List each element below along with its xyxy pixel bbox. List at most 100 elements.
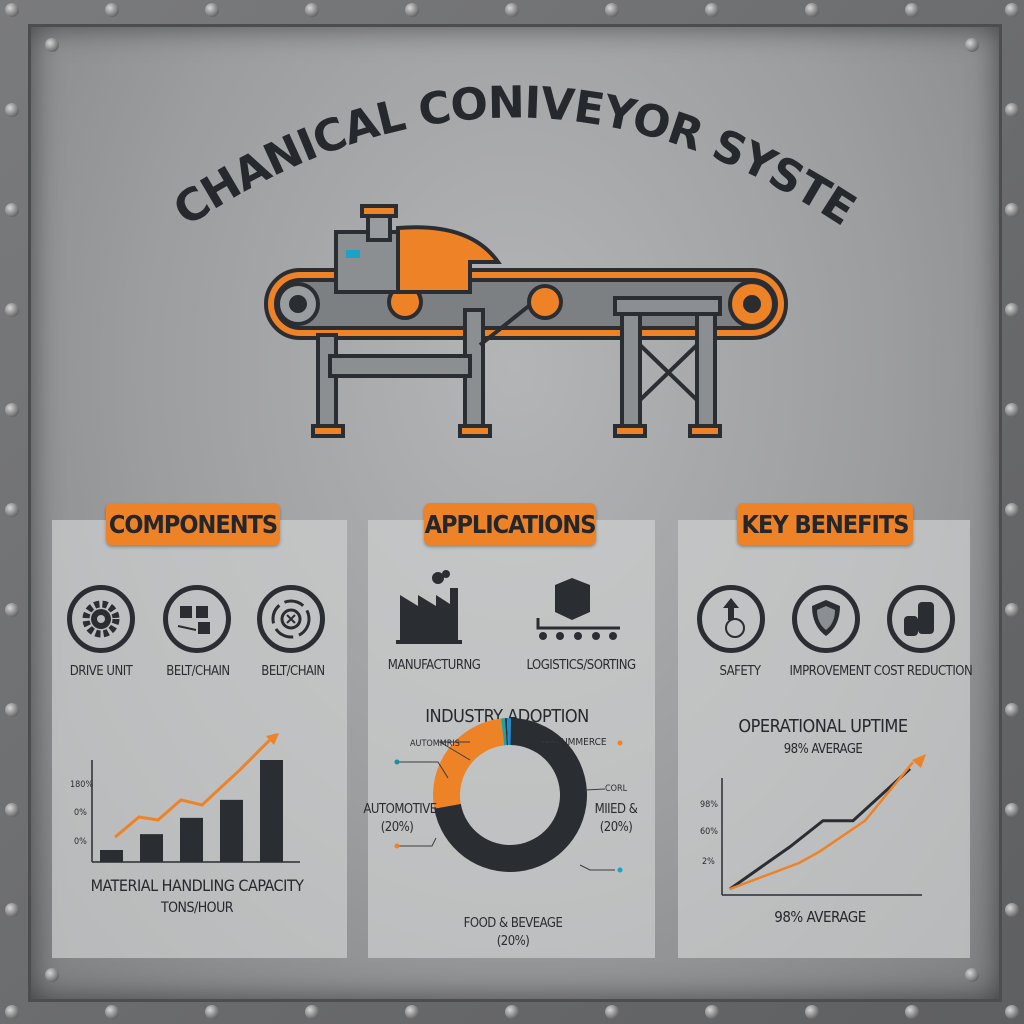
slice-label: FOOD & BEVEAGE bbox=[463, 916, 563, 931]
rivet bbox=[1005, 103, 1019, 117]
rivet bbox=[105, 1005, 119, 1019]
slice-label: (20%) bbox=[599, 820, 633, 835]
bar bbox=[180, 817, 203, 862]
y-tick-label: 0% bbox=[74, 837, 87, 847]
rivet bbox=[205, 1005, 219, 1019]
rivet bbox=[45, 968, 59, 982]
benefits-badge: KEY BENEFITS bbox=[737, 503, 913, 545]
slice-label: AUTOMOTIVE bbox=[363, 802, 437, 817]
y-tick-label: 98% bbox=[700, 800, 718, 810]
rivet bbox=[905, 3, 919, 17]
slice-label: MIIED & bbox=[594, 802, 638, 817]
rivet bbox=[305, 1005, 319, 1019]
arrow-clock-icon bbox=[697, 585, 765, 653]
rivet bbox=[805, 3, 819, 17]
rivet bbox=[705, 3, 719, 17]
leader-line bbox=[397, 761, 449, 779]
rivet bbox=[505, 1005, 519, 1019]
x-axis-label: 98% AVERAGE bbox=[774, 908, 866, 926]
rivet bbox=[305, 3, 319, 17]
donut-slice bbox=[504, 718, 508, 746]
rivet bbox=[1005, 603, 1019, 617]
rivet bbox=[405, 1005, 419, 1019]
rivet bbox=[5, 303, 19, 317]
leader-line bbox=[438, 741, 471, 761]
rivet bbox=[1005, 3, 1019, 17]
application-label: LOGISTICS/SORTING bbox=[526, 658, 636, 673]
y-tick-label: 2% bbox=[702, 857, 715, 867]
rivet bbox=[1005, 803, 1019, 817]
benefit-label: SAFETY bbox=[719, 664, 761, 679]
slice-label: AUTOMMRIS bbox=[410, 739, 460, 749]
rivet bbox=[45, 38, 59, 52]
rivet bbox=[5, 703, 19, 717]
chart-subtitle: TONS/HOUR bbox=[160, 900, 234, 916]
rivet bbox=[105, 3, 119, 17]
rivet bbox=[1005, 1005, 1019, 1019]
rivet bbox=[1005, 503, 1019, 517]
bar bbox=[140, 834, 163, 862]
factory-icon bbox=[396, 570, 462, 644]
rivet bbox=[5, 903, 19, 917]
series-line bbox=[729, 761, 914, 891]
rivet bbox=[1005, 903, 1019, 917]
component-label: DRIVE UNIT bbox=[69, 664, 133, 679]
trend-line bbox=[114, 733, 277, 839]
boxes-icon bbox=[163, 585, 231, 653]
bar bbox=[100, 850, 123, 862]
leader-line bbox=[584, 788, 606, 791]
y-tick-label: 0% bbox=[74, 808, 87, 818]
legend-dot bbox=[617, 867, 623, 873]
donut-slice bbox=[501, 718, 507, 746]
benefit-label: IMPROVEMENT bbox=[789, 664, 871, 679]
chart-subtitle: 98% AVERAGE bbox=[783, 742, 863, 757]
leader-line bbox=[579, 864, 615, 871]
legend-dot bbox=[617, 740, 623, 746]
rivet bbox=[605, 3, 619, 17]
rivet bbox=[5, 203, 19, 217]
rivet bbox=[5, 403, 19, 417]
legend-dot bbox=[394, 759, 400, 765]
trend-arrow bbox=[266, 733, 279, 745]
donut-slice bbox=[433, 718, 505, 809]
rivet bbox=[1005, 303, 1019, 317]
rivet bbox=[605, 1005, 619, 1019]
rivet bbox=[705, 1005, 719, 1019]
applications-badge: APPLICATIONS bbox=[424, 503, 596, 545]
y-tick-label: 60% bbox=[700, 827, 718, 837]
rivet bbox=[205, 3, 219, 17]
rivet bbox=[965, 968, 979, 982]
slice-label: (20%) bbox=[496, 934, 530, 949]
package-sorting-icon bbox=[536, 578, 620, 640]
rivet bbox=[1005, 703, 1019, 717]
rivet bbox=[5, 603, 19, 617]
chart-title: INDUSTRY ADOPTION bbox=[425, 706, 589, 727]
bar bbox=[260, 760, 283, 862]
slice-label: CORL bbox=[605, 784, 628, 794]
gear-icon bbox=[527, 284, 563, 320]
chart-title: OPERATIONAL UPTIME bbox=[738, 716, 908, 737]
donut-slice bbox=[506, 718, 511, 746]
rivet bbox=[805, 1005, 819, 1019]
series-line bbox=[729, 767, 912, 891]
legend-dot bbox=[394, 843, 400, 849]
bar bbox=[220, 799, 243, 862]
component-label: BELT/CHAIN bbox=[261, 664, 325, 679]
component-label: BELT/CHAIN bbox=[166, 664, 230, 679]
chart-title: MATERIAL HANDLING CAPACITY bbox=[90, 876, 304, 895]
rivet bbox=[965, 38, 979, 52]
cycle-icon bbox=[257, 585, 325, 653]
slice-label: E- CUMMERCE bbox=[543, 737, 607, 748]
trend-arrow bbox=[912, 754, 926, 768]
coins-icon bbox=[887, 585, 955, 653]
axis bbox=[721, 778, 922, 896]
rivet bbox=[1005, 203, 1019, 217]
slice-label: (20%) bbox=[380, 820, 414, 835]
rivet bbox=[5, 503, 19, 517]
rivet bbox=[405, 3, 419, 17]
